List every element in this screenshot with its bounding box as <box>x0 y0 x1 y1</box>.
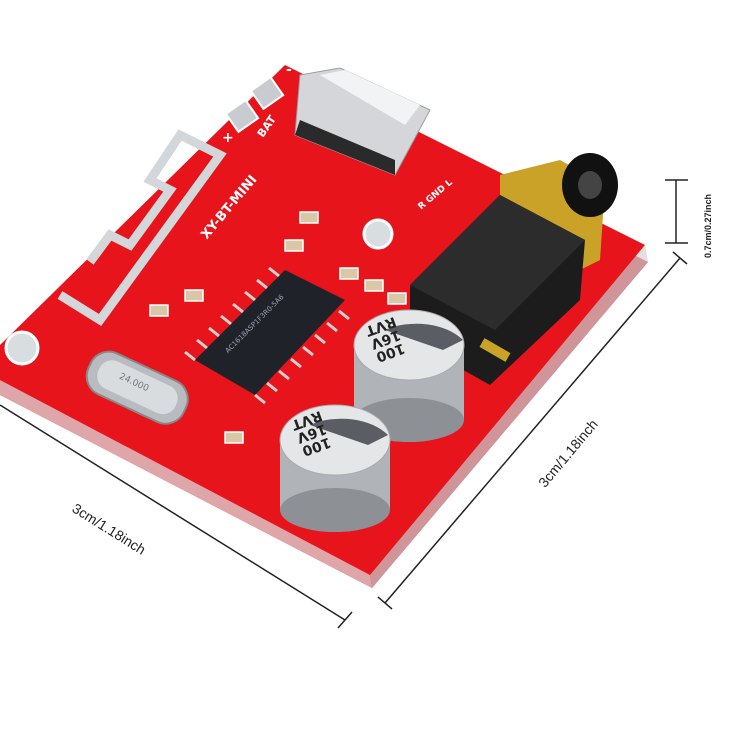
dimension-lines <box>0 179 688 629</box>
micro-usb-port <box>294 67 431 176</box>
crystal-oscillator <box>85 350 189 425</box>
smd-components <box>149 211 407 444</box>
mounting-hole <box>362 218 394 250</box>
bluetooth-chip <box>184 266 350 405</box>
silkscreen-plus: + <box>222 130 234 146</box>
capacitor <box>279 404 391 532</box>
battery-pad <box>224 98 260 134</box>
pcb-antenna <box>57 129 227 327</box>
battery-pad <box>249 75 285 111</box>
height-dimension-label: 0.7cm/0.27inch <box>703 193 713 258</box>
silkscreen-minus: - <box>286 62 292 78</box>
mounting-hole <box>4 330 40 366</box>
